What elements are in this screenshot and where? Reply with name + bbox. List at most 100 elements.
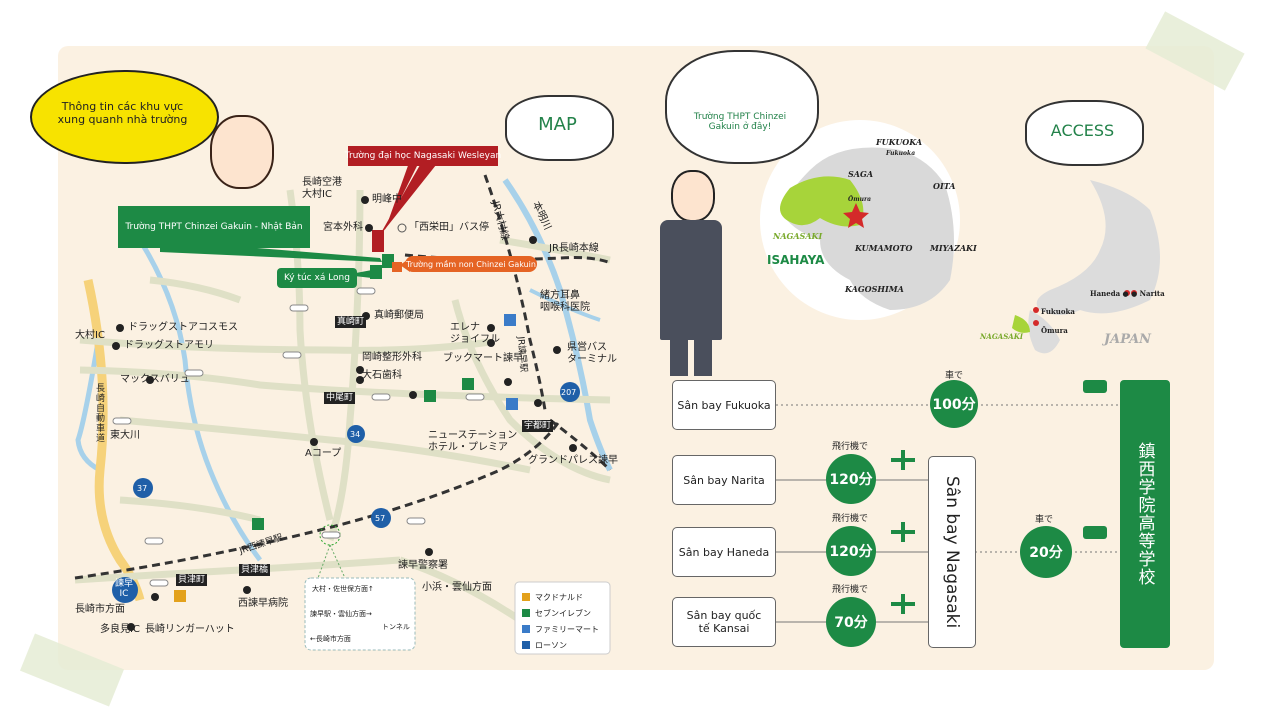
route-34: 34 (350, 430, 361, 439)
area-info-bubble (30, 70, 219, 164)
legend-item: マクドナルド (522, 589, 608, 605)
kyushu-nagasaki: NAGASAKI (773, 231, 823, 241)
map-cloud-text: MAP (538, 114, 577, 135)
fukuoka-airport-box: Sân bay Fukuoka (672, 380, 776, 430)
japan-label: JAPAN (1104, 332, 1152, 347)
route-37: 37 (137, 484, 148, 493)
label-isahaya-ic: 諫早 IC (115, 579, 134, 599)
plane-label-narita: 飛行機で (832, 442, 869, 452)
label-ringer-hut: 長崎リンガーハット (145, 624, 235, 635)
narita-airport-box: Sân bay Narita (672, 455, 776, 505)
label-utsu-town: 宇都町 (522, 420, 554, 432)
label-miyamoto: 宮本外科 (323, 222, 363, 233)
label-tarami-ic: 多良見IC (100, 624, 140, 635)
label-kenei-bus: 県営バス ターミナル (567, 342, 617, 365)
route-207: 207 (561, 388, 577, 397)
kyushu-miyazaki: MIYAZAKI (930, 243, 977, 253)
time-nagasaki: 20分 (1020, 526, 1072, 578)
kyushu-kumamoto: KUMAMOTO (855, 243, 913, 253)
kyushu-fukuoka-airport: Fukuoka (886, 150, 916, 157)
legend-item: ファミリーマート (522, 621, 608, 637)
inset-tunnel: トンネル (382, 623, 410, 631)
kyushu-omura: Ōmura (848, 196, 871, 203)
label-a-coop: Aコープ (305, 448, 342, 459)
label-expressway: 長崎自動車道 (96, 384, 106, 444)
kansai-airport-box: Sân bay quốc tế Kansai (672, 597, 776, 647)
japan-nagasaki: NAGASAKI (980, 332, 1024, 341)
japan-omura: Ōmura (1041, 326, 1068, 335)
familymart-icon (522, 625, 530, 633)
kyushu-fukuoka: FUKUOKA (876, 137, 923, 147)
time-narita: 120分 (826, 454, 876, 504)
access-cloud (1025, 100, 1144, 166)
time-haneda: 120分 (826, 526, 876, 576)
inset-nagasaki: ←長崎市方面 (310, 635, 351, 643)
legend-label: ローソン (535, 640, 567, 650)
label-obama-unzen: 小浜・雲仙方面 (422, 582, 492, 593)
label-oishi: 大石歯科 (362, 370, 402, 381)
route-57: 57 (375, 514, 386, 523)
label-kaitsu-town: 貝津町 (176, 574, 208, 586)
label-meiho: 明峰中 (372, 194, 402, 205)
label-isahaya-police: 諫早警察署 (398, 560, 448, 571)
school-here-text: Trường THPT Chinzei Gakuin ở đây! (693, 112, 787, 132)
label-drug-cosmos: ドラッグストアコスモス (128, 322, 238, 333)
access-cloud-text: ACCESS (1050, 121, 1115, 140)
label-grand-palace: グランドパレス諫早 (528, 455, 618, 466)
lawson-icon (522, 641, 530, 649)
legend-label: マクドナルド (535, 592, 583, 602)
nagasaki-airport-label: Sân bay Nagasaki (942, 475, 962, 629)
dormitory-ribbon: Ký túc xá Long (277, 268, 357, 288)
school-here-cloud (665, 50, 819, 164)
mcdonalds-icon (522, 593, 530, 601)
inset-isahaya: 諫早駅・雲仙方面→ (310, 610, 372, 618)
label-max-value: マックスバリュ (120, 374, 190, 385)
girl-avatar (210, 115, 274, 189)
legend-item: ローソン (522, 637, 608, 653)
label-airport-ic: 長崎空港 大村IC (302, 177, 342, 200)
school-name: 鎮西学院高等学校 (1134, 442, 1155, 586)
time-kansai: 70分 (826, 597, 876, 647)
plane-label-haneda: 飛行機で (832, 514, 869, 524)
map-cloud (505, 95, 614, 161)
car-label-fukuoka: 車で (945, 371, 964, 381)
kyushu-isahaya: ISAHAYA (767, 253, 825, 267)
label-nishi-isahaya-hospital: 西諫早病院 (238, 598, 288, 609)
label-shinsaki-town: 真崎町 (335, 316, 367, 328)
legend-label: ファミリーマート (535, 624, 599, 634)
kindergarten-ribbon: Trường mầm non Chinzei Gakuin (405, 256, 537, 272)
label-bookmart: ブックマート諫早 (443, 353, 523, 364)
label-omura-ic: 大村IC (75, 330, 105, 341)
label-ogata: 緒方耳鼻 咽喉科医院 (540, 290, 590, 313)
legend-item: セブンイレブン (522, 605, 608, 621)
label-shinsaki-post: 真崎郵便局 (374, 310, 424, 321)
label-elena: エレナ ジョイフル (450, 322, 500, 345)
university-ribbon: Trường đại học Nagasaki Wesleyan (345, 146, 501, 166)
kyushu-kagoshima: KAGOSHIMA (845, 284, 904, 294)
label-okazaki: 岡崎整形外科 (362, 352, 422, 363)
japan-haneda-narita: Haneda ● ● Narita (1090, 289, 1165, 298)
label-nakao-town: 中尾町 (324, 392, 356, 404)
legend: マクドナルド セブンイレブン ファミリーマート ローソン (522, 589, 608, 653)
label-nishisakaeda: 「西栄田」バス停 (409, 222, 489, 233)
label-kaitsu-bridge: 貝津橋 (239, 564, 271, 576)
legend-label: セブンイレブン (535, 608, 591, 618)
school-box: 鎮西学院高等学校 (1120, 380, 1170, 648)
school-ribbon: Trường THPT Chinzei Gakuin - Nhật Bản (118, 206, 310, 248)
man-character (660, 170, 722, 380)
kyushu-oita: OITA (933, 181, 956, 191)
japan-fukuoka: Fukuoka (1041, 307, 1075, 316)
label-higashi-omura: 東大川 (110, 430, 140, 441)
inset-omura: 大村・佐世保方面↑ (312, 585, 374, 593)
label-new-station-hotel: ニューステーション ホテル・プレミア (428, 430, 518, 453)
time-fukuoka: 100分 (930, 380, 978, 428)
label-nagasaki-city: 長崎市方面 (75, 604, 125, 615)
area-info-text: Thông tin các khu vực xung quanh nhà trư… (57, 100, 188, 126)
haneda-airport-box: Sân bay Haneda (672, 527, 776, 577)
label-jr-nagasaki: JR長崎本線 (549, 243, 599, 254)
seven-eleven-icon (522, 609, 530, 617)
car-label-nagasaki: 車で (1035, 515, 1054, 525)
plane-label-kansai: 飛行機で (832, 585, 869, 595)
kyushu-saga: SAGA (848, 169, 874, 179)
nagasaki-airport-box: Sân bay Nagasaki (928, 456, 976, 648)
